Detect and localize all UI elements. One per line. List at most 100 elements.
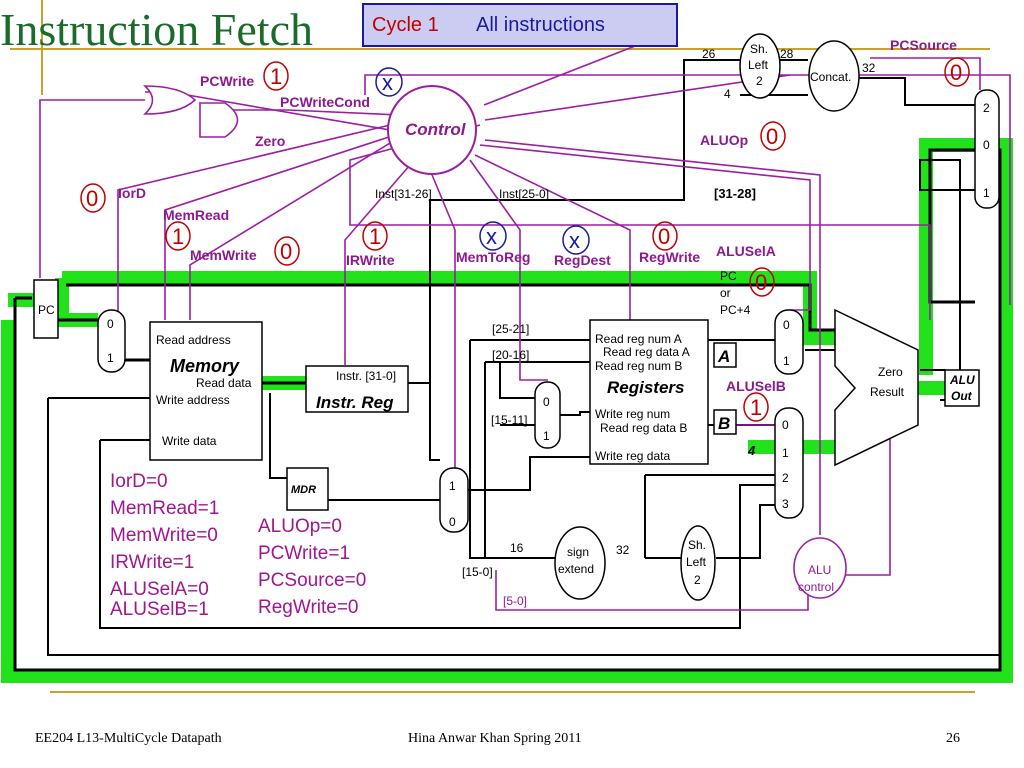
alu-out-line2: Out — [951, 389, 973, 403]
regdest-mux-1: 1 — [543, 429, 550, 443]
wire-5-0: [5-0] — [503, 594, 527, 608]
sig-regdest: RegDest — [554, 252, 611, 268]
sig-pcwrite: PCWrite — [200, 73, 254, 89]
summary-left-2: MemWrite=0 — [110, 525, 218, 546]
mdr-label: MDR — [291, 484, 316, 496]
shift-left-top — [739, 33, 781, 99]
wire-4: 4 — [724, 87, 731, 101]
registers-title: Registers — [607, 378, 684, 397]
pc-label: PC — [38, 303, 55, 317]
wire-15-0: [15-0] — [462, 565, 493, 579]
summary-right: ALUOp=0 PCWrite=1 PCSource=0 RegWrite=0 — [258, 516, 366, 618]
summary-left-1: MemRead=1 — [110, 498, 219, 519]
memtoreg-mux — [439, 467, 469, 533]
val-aluselB: 1 — [750, 395, 762, 420]
val-pcwritecond: x — [382, 70, 393, 95]
alu-control-line2: control — [798, 580, 834, 594]
ir-field: Instr. [31-0] — [336, 369, 396, 383]
memory-write-data: Write data — [162, 434, 217, 448]
control-unit — [387, 85, 477, 175]
shl-bottom-line2: Left — [686, 555, 707, 569]
sign-extend-line2: extend — [558, 562, 594, 576]
sig-aluop: ALUOp — [700, 132, 748, 148]
memory-title: Memory — [170, 356, 240, 376]
memory-read-address: Read address — [156, 333, 231, 347]
control-signal-names: PCWrite PCWriteCond Zero IorD MemRead Me… — [118, 37, 957, 394]
sig-aluselB: ALUSelB — [726, 378, 786, 394]
pcsource-mux — [974, 89, 1000, 209]
aluselA-mux-1: 1 — [783, 354, 790, 368]
control-signal-values: 1 x 0 1 0 1 x x 0 0 0 0 1 — [80, 57, 970, 422]
alu — [834, 308, 919, 467]
concat-label: Concat. — [810, 70, 851, 84]
summary-right-0: ALUOp=0 — [258, 516, 342, 537]
wire-31-28: [31-28] — [714, 186, 756, 201]
wire-32a: 32 — [862, 61, 876, 75]
summary-right-2: PCSource=0 — [258, 570, 366, 591]
wire-28: 28 — [780, 47, 794, 61]
wire-26: 26 — [702, 47, 716, 61]
wire-32b: 32 — [616, 543, 630, 557]
register-b-label: B — [718, 414, 730, 433]
aluselA-mux-0: 0 — [783, 318, 790, 332]
alu-out-register — [944, 369, 980, 407]
pcsource-mux-0: 0 — [983, 138, 990, 152]
aluselB-mux-0: 0 — [782, 418, 789, 432]
sig-pcsource: PCSource — [890, 37, 957, 53]
reg-read-a: Read reg num A — [595, 332, 682, 346]
ir-title: Instr. Reg — [316, 393, 394, 412]
wire-15-11: [15-11] — [491, 413, 527, 427]
pcsource-mux-2: 2 — [983, 101, 990, 115]
and-gate — [199, 102, 239, 138]
val-regwrite: 0 — [658, 224, 670, 249]
control-wires — [39, 29, 1011, 611]
sig-memwrite: MemWrite — [190, 247, 257, 263]
sign-extend-line1: sign — [567, 545, 589, 559]
summary-left-3: IRWrite=1 — [110, 552, 194, 573]
val-aluop: 0 — [766, 124, 778, 149]
mdr-register — [286, 467, 329, 511]
regdest-mux-0: 0 — [543, 395, 550, 409]
iord-mux-0: 0 — [107, 317, 114, 331]
memtoreg-mux-1: 1 — [449, 479, 456, 493]
cycle-callout — [362, 3, 678, 47]
alu-result: Result — [870, 385, 905, 399]
reg-data-b: Read reg data B — [600, 421, 687, 435]
memtoreg-mux-0: 0 — [449, 515, 456, 529]
shl-top-line2: Left — [748, 58, 769, 72]
val-pcsource: 0 — [950, 60, 962, 85]
sig-regwrite: RegWrite — [639, 249, 700, 265]
pc-or-pc4-line2: or — [720, 286, 731, 300]
sig-memtoreg: MemToReg — [456, 249, 530, 265]
aluselB-mux-1: 1 — [782, 446, 789, 460]
reg-write-num: Write reg num — [595, 407, 670, 421]
aluselA-mux — [774, 309, 804, 375]
val-iord: 0 — [86, 186, 98, 211]
aluselB-mux-2: 2 — [782, 471, 789, 485]
wire-25-21: [25-21] — [492, 322, 529, 336]
shl-bottom-line3: 2 — [694, 573, 701, 587]
pcsource-mux-1: 1 — [983, 186, 990, 200]
summary-left: IorD=0 MemRead=1 MemWrite=0 IRWrite=1 AL… — [110, 471, 219, 620]
const-four: 4 — [747, 443, 756, 458]
val-memwrite: 0 — [280, 239, 292, 264]
aluselB-mux-3: 3 — [782, 497, 789, 511]
cycle-number: Cycle 1 — [372, 14, 439, 36]
sig-zero: Zero — [255, 133, 285, 149]
alu-out-line1: ALU — [949, 373, 975, 387]
instruction-register — [305, 365, 409, 413]
sig-aluselA: ALUSelA — [716, 243, 776, 259]
reg-read-b: Read reg num B — [595, 359, 682, 373]
val-memread: 1 — [172, 224, 184, 249]
val-memtoreg: x — [486, 224, 497, 249]
register-file — [589, 319, 709, 465]
footer-center: Hina Anwar Khan Spring 2011 — [408, 731, 582, 746]
summary-left-4: ALUSelA=0 — [110, 579, 209, 600]
cycle-description: All instructions — [476, 14, 605, 36]
memory-read-data: Read data — [196, 376, 252, 390]
val-pcwrite: 1 — [270, 64, 282, 89]
register-a — [713, 342, 737, 368]
pc-register — [33, 279, 59, 339]
footer-page-number: 26 — [946, 731, 960, 746]
register-b — [713, 409, 737, 435]
